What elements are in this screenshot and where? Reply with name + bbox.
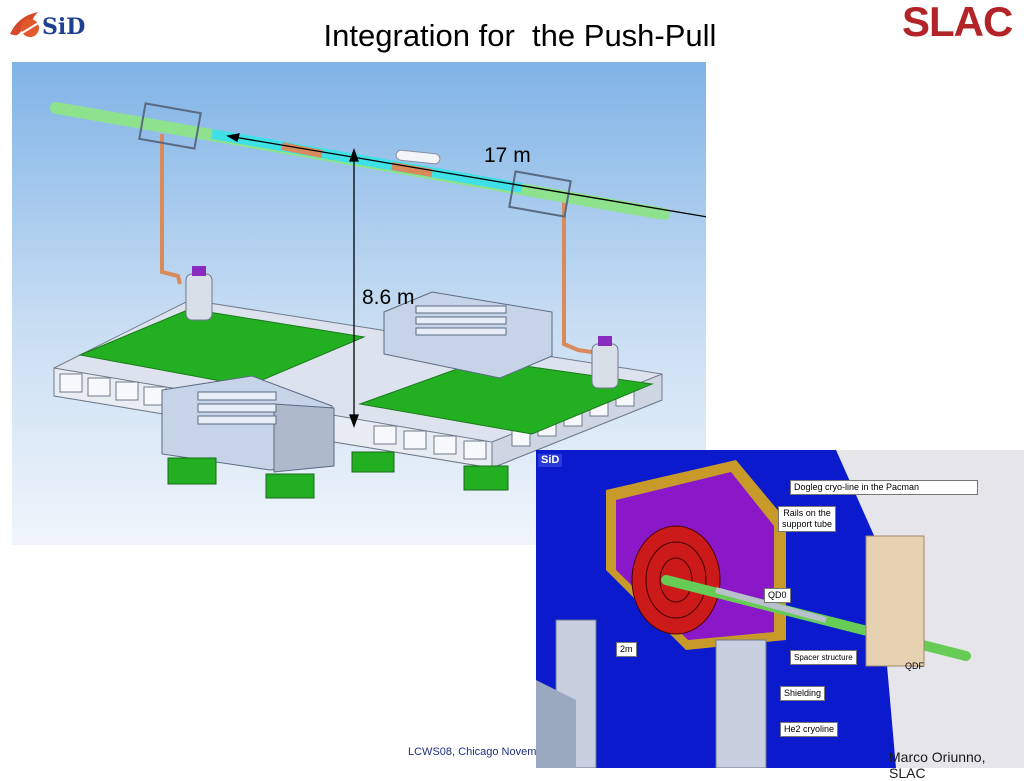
sid-flame-icon (10, 12, 41, 39)
label-he2-cryoline: He2 cryoline (780, 722, 839, 737)
footer-conference: LCWS08, Chicago Novem (408, 746, 537, 758)
green-support-feet (167, 451, 509, 499)
slide-title: Integration for the Push-Pull (323, 18, 717, 53)
label-2m: 2m (616, 642, 637, 657)
label-qdf: QDF (905, 661, 924, 671)
label-shielding: Shielding (780, 686, 826, 701)
label-qd0: QD0 (764, 588, 791, 603)
sid-logo-text: SiD (42, 14, 86, 40)
height-dimension-label: 8.6 m (362, 286, 415, 309)
right-cryo-tower (562, 198, 619, 389)
slac-logo: SLAC (902, 0, 1024, 45)
green-floor-left (78, 308, 366, 387)
green-floor-right (358, 359, 654, 435)
detector-inset-figure: SiD Dogleg cryo-line in the Pacman Rails… (536, 450, 1024, 768)
slac-logo-text: SLAC (902, 0, 1013, 45)
label-dogleg-cryo-line: Dogleg cryo-line in the Pacman (790, 480, 978, 495)
sid-logo: SiD (8, 8, 98, 44)
inset-sid-logo: SiD (538, 454, 563, 467)
label-rails-support-tube: Rails on the support tube (778, 506, 837, 532)
footer-author: Marco Oriunno, SLAC (889, 749, 986, 781)
label-rails-line2: support tube (782, 519, 833, 529)
label-rails-line1: Rails on the (783, 508, 831, 518)
left-cryo-tower (160, 134, 213, 321)
length-dimension-label: 17 m (484, 144, 531, 167)
detector-inset-drawing (536, 450, 1024, 768)
label-spacer-structure: Spacer structure (790, 650, 857, 665)
beamline (50, 102, 670, 220)
dimension-arrows (226, 133, 706, 428)
central-support-blocks (161, 291, 553, 473)
